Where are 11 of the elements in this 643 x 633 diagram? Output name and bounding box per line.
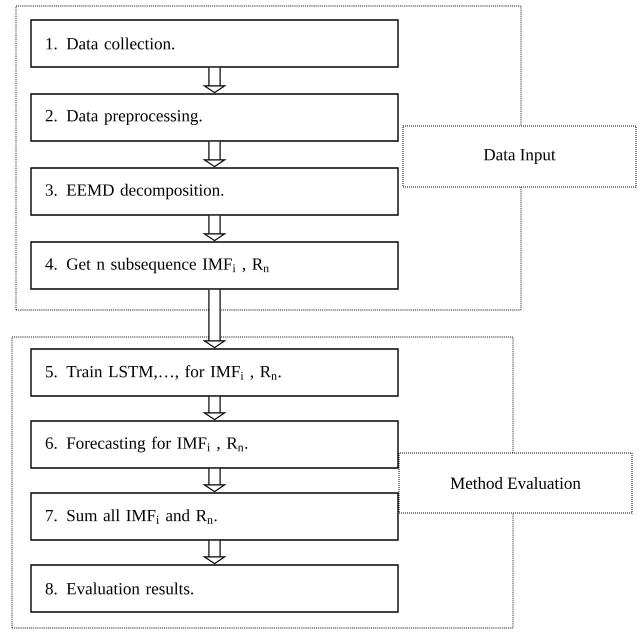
process-box: 3. EEMD decomposition.	[30, 167, 399, 216]
stage-frame	[16, 6, 522, 310]
process-box: 4. Get n subsequence IMF$_{i}$ , R$_{n}$	[30, 241, 399, 290]
stage-label-box: Method Evaluation	[398, 452, 632, 514]
stage-label-box: Data Input	[402, 126, 636, 188]
process-box: 6. Forecasting for IMF$_{i}$ , R$_{n}$.	[30, 420, 399, 469]
process-box: 2. Data preprocessing.	[30, 93, 399, 142]
process-box: 7. Sum all IMF$_{i}$ and R$_{n}$.	[30, 492, 399, 541]
process-box: 8. Evaluation results.	[30, 564, 399, 613]
process-box: 5. Train LSTM,…, for IMF$_{i}$ , R$_{n}$.	[30, 348, 399, 397]
process-box: 1. Data collection.	[30, 19, 399, 68]
